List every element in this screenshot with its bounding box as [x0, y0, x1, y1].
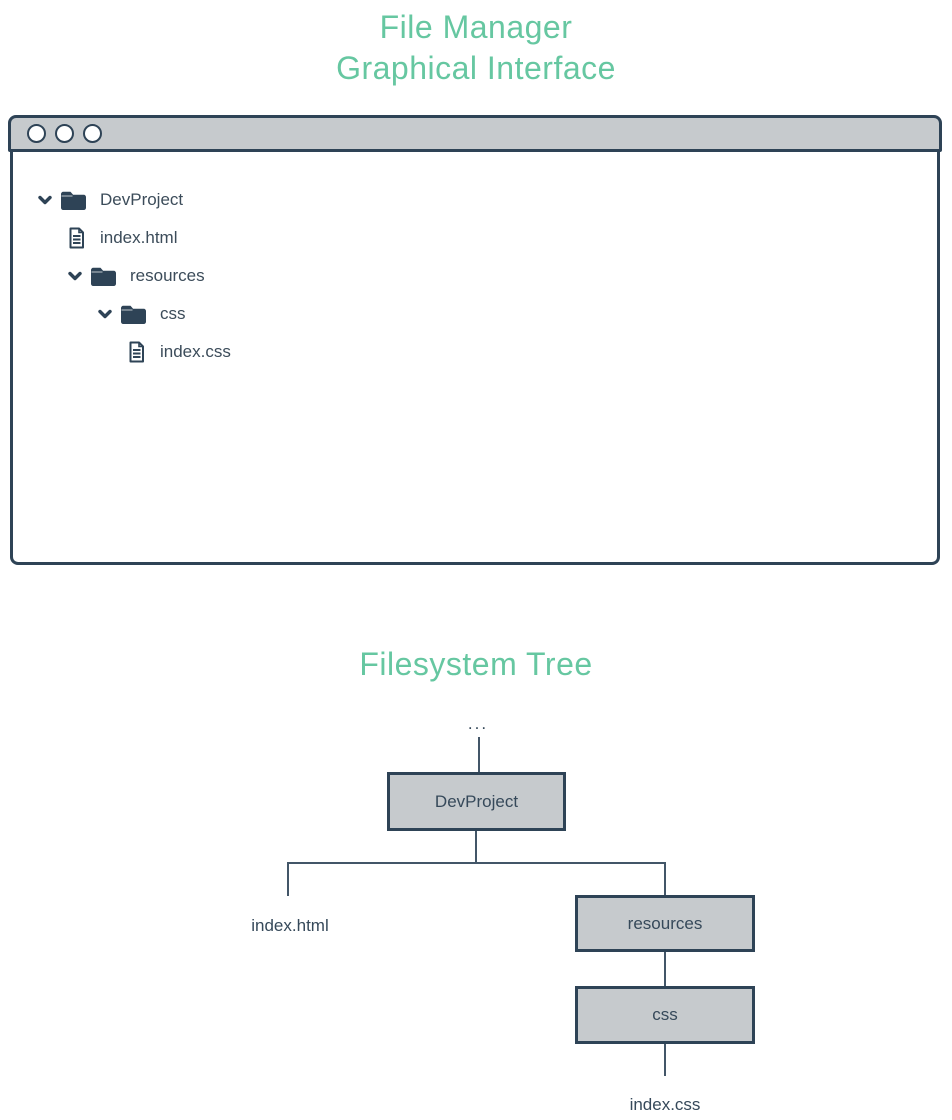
- file-manager-window: DevProject index.html resources cs: [8, 115, 942, 565]
- folder-icon: [120, 304, 146, 324]
- connector-css-down: [664, 1044, 666, 1076]
- folder-icon: [60, 190, 86, 210]
- root-ellipsis: ...: [467, 714, 489, 733]
- connector-branch-horizontal: [287, 862, 666, 864]
- tree-item-label: index.html: [100, 228, 178, 247]
- file-icon: [128, 341, 145, 363]
- window-content: DevProject index.html resources cs: [10, 152, 940, 565]
- tree-item-index-html[interactable]: index.html: [13, 219, 937, 257]
- node-resources: resources: [575, 895, 755, 952]
- window-close-button[interactable]: [27, 124, 46, 143]
- window-maximize-button[interactable]: [83, 124, 102, 143]
- node-css: css: [575, 986, 755, 1044]
- node-index-html: index.html: [251, 916, 329, 935]
- tree-item-label: index.css: [160, 342, 231, 361]
- tree-item-label: resources: [130, 266, 205, 285]
- node-index-css: index.css: [629, 1095, 701, 1114]
- tree-item-label: DevProject: [100, 190, 184, 209]
- connector-right-branch: [664, 862, 666, 895]
- section-title-filesystem-tree: Filesystem Tree: [359, 646, 593, 682]
- page-title: File Manager Graphical Interface: [0, 7, 952, 89]
- tree-item-index-css[interactable]: index.css: [13, 333, 937, 371]
- connector-left-branch: [287, 862, 289, 896]
- page-title-line1: File Manager: [379, 9, 573, 45]
- chevron-down-icon[interactable]: [68, 271, 82, 281]
- tree-item-label: css: [160, 304, 186, 323]
- page-title-line2: Graphical Interface: [336, 50, 616, 86]
- connector-resources-to-css: [664, 952, 666, 986]
- window-minimize-button[interactable]: [55, 124, 74, 143]
- tree-item-devproject[interactable]: DevProject: [13, 181, 937, 219]
- tree-item-resources[interactable]: resources: [13, 257, 937, 295]
- tree-item-css[interactable]: css: [13, 295, 937, 333]
- chevron-down-icon[interactable]: [98, 309, 112, 319]
- file-icon: [68, 227, 85, 249]
- folder-icon: [90, 266, 116, 286]
- node-devproject: DevProject: [387, 772, 566, 831]
- window-titlebar: [8, 115, 942, 152]
- chevron-down-icon[interactable]: [38, 195, 52, 205]
- connector-devproject-down: [475, 831, 477, 863]
- connector-root-to-devproject: [478, 737, 480, 772]
